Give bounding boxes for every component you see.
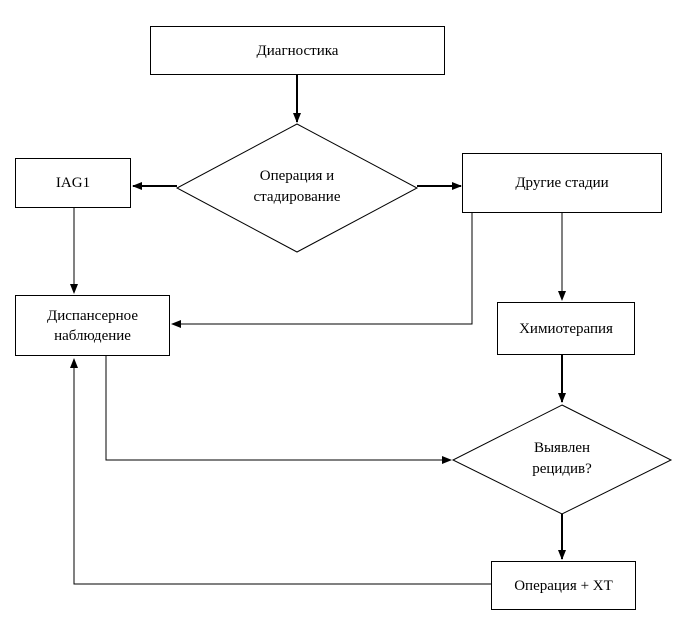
surgery-staging-label: Операция и стадирование [253,168,341,205]
arrow-surgery-ct-to-follow-up [70,358,491,585]
other-stages-box: Другие стадии [462,153,662,213]
follow-up-label: Диспансерное наблюдение [47,307,138,344]
iag1-label: IAG1 [55,175,91,191]
relapse-text: Выявлен рецидив? [502,436,622,482]
follow-up-box: Диспансерное наблюдение [15,295,170,356]
surgery-staging-diamond [175,123,419,253]
surgery-staging-text: Операция и стадирование [217,164,377,210]
other-stages-label: Другие стадии [515,175,609,191]
surgery-ct-label: Операция + ХТ [514,577,613,594]
arrow-follow-up-to-relapse [105,356,452,464]
relapse-label: Выявлен рецидив? [532,440,592,477]
chemotherapy-label: Химиотерапия [519,320,613,337]
arrow-other-stages-to-follow-up [171,213,473,328]
surgery-ct-box: Операция + ХТ [491,561,636,610]
iag1-box: IAG1 [15,158,131,208]
chemotherapy-box: Химиотерапия [497,302,635,355]
diagnostics-box: Диагностика [150,26,445,75]
diagnostics-label: Диагностика [256,42,339,59]
